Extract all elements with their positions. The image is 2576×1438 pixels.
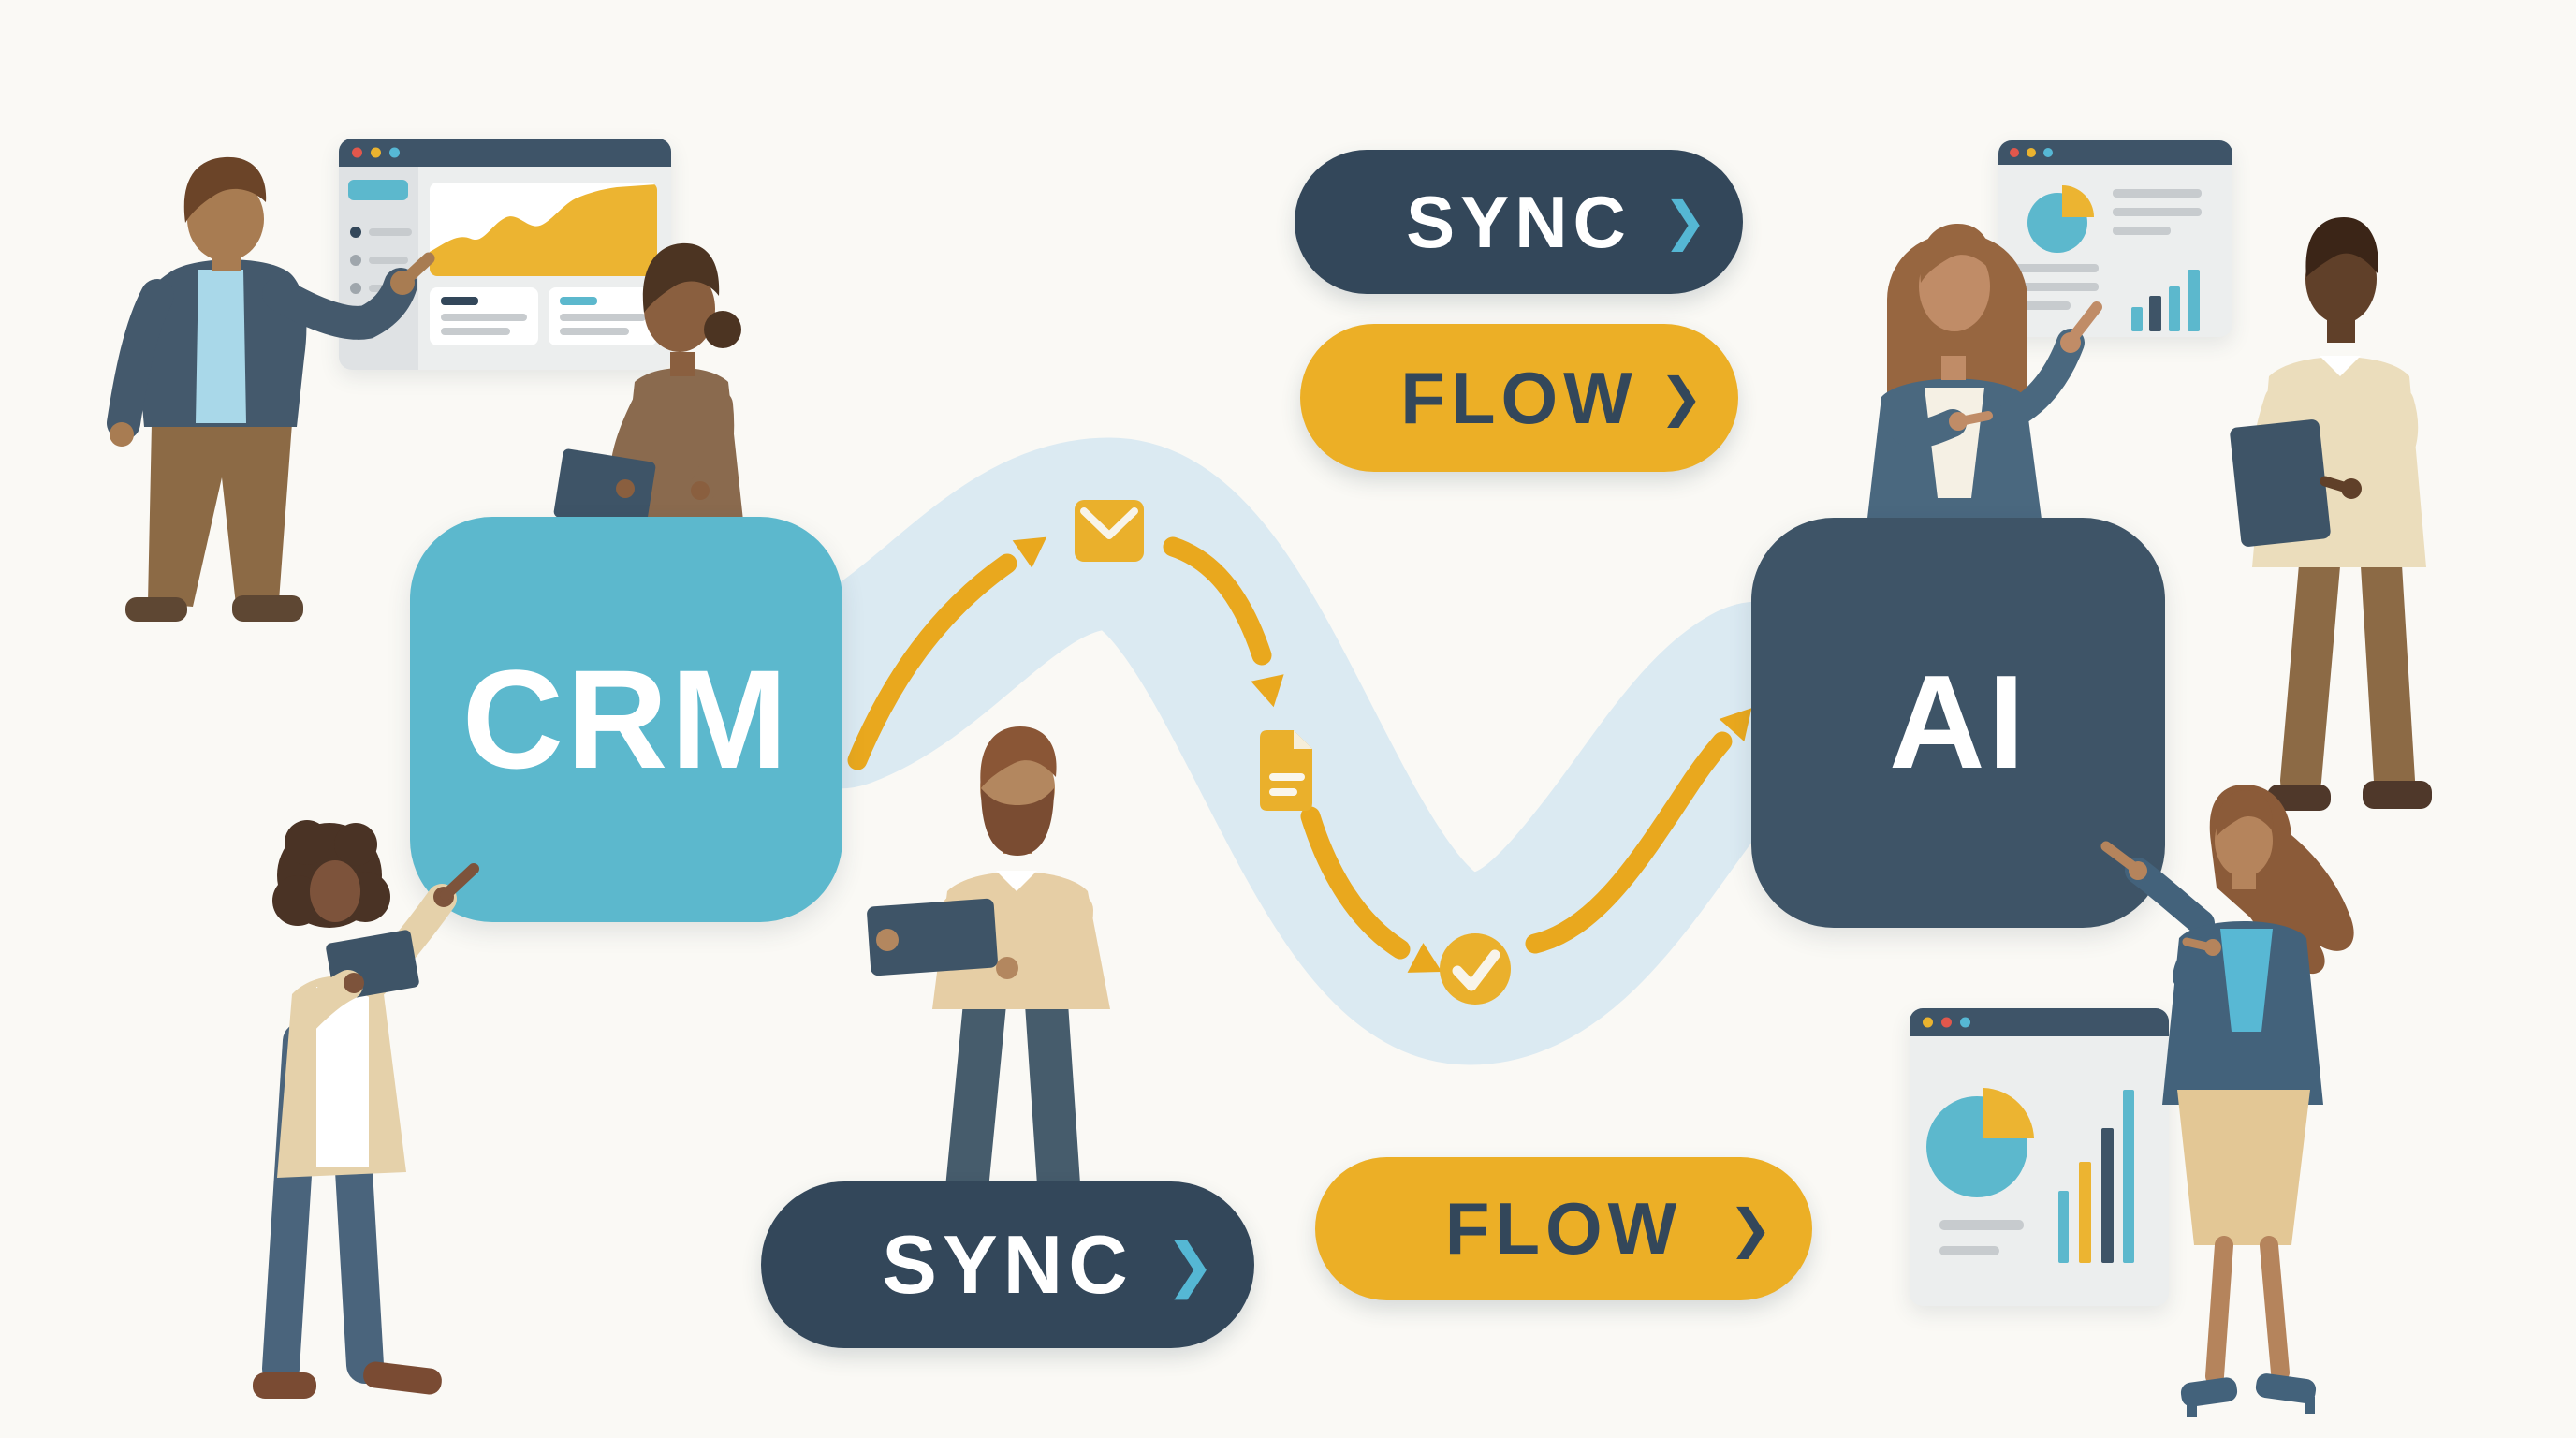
window-dot-yellow	[1923, 1017, 1933, 1028]
chevron-right-icon: ❯	[1659, 367, 1704, 429]
window-dot-teal	[1960, 1017, 1970, 1028]
flow-button-bottom[interactable]: FLOW ❯	[1315, 1157, 1812, 1300]
crm-label: CRM	[461, 640, 791, 798]
person-man-tablet-topright	[2230, 217, 2432, 811]
bar-chart-icon	[2131, 270, 2200, 331]
sync-button-top[interactable]: SYNC ❯	[1295, 150, 1743, 294]
person-woman-tablet-bottomleft	[253, 820, 479, 1399]
window-dot-teal	[2043, 148, 2053, 157]
chevron-right-icon: ❯	[1164, 1230, 1215, 1299]
sync-button-label: SYNC	[1406, 180, 1632, 263]
flow-arrow-2	[1163, 536, 1284, 708]
bar-chart-icon	[2058, 1090, 2134, 1263]
sidebar-item[interactable]	[348, 225, 414, 238]
window-dot-yellow	[2027, 148, 2036, 157]
ai-node[interactable]: AI	[1751, 518, 2165, 928]
window-titlebar	[1998, 140, 2232, 165]
analytics-charts	[2012, 185, 2202, 331]
chevron-right-icon: ❯	[1728, 1198, 1773, 1259]
sync-button-bottom[interactable]: SYNC ❯	[761, 1181, 1254, 1348]
pie-chart-icon	[1926, 1088, 2034, 1197]
dashboard-window-top-left	[339, 139, 671, 370]
window-sidebar	[339, 167, 418, 370]
document-icon	[1260, 730, 1312, 811]
window-dot-teal	[389, 147, 400, 158]
window-dot-yellow	[371, 147, 381, 158]
analytics-charts	[1926, 1088, 2134, 1263]
flow-button-label: FLOW	[1400, 356, 1638, 439]
person-man-tablet-center	[867, 726, 1110, 1220]
analytics-window-bottom-right	[1910, 1008, 2169, 1306]
sidebar-button[interactable]	[348, 180, 408, 200]
area-chart	[430, 184, 657, 276]
analytics-window-top-right	[1998, 140, 2232, 337]
area-chart-card	[430, 183, 657, 276]
flow-arrow-3	[1300, 806, 1442, 973]
check-icon	[1440, 933, 1511, 1005]
flow-button-label: FLOW	[1444, 1187, 1683, 1269]
sidebar-item[interactable]	[348, 253, 414, 266]
flow-button-top[interactable]: FLOW ❯	[1300, 324, 1738, 472]
summary-card	[549, 287, 657, 345]
flow-arrow-4	[1525, 708, 1752, 954]
ai-label: AI	[1889, 648, 2027, 797]
window-dot-red	[352, 147, 362, 158]
crm-node[interactable]: CRM	[410, 517, 842, 922]
window-titlebar	[1910, 1008, 2169, 1036]
flow-arrow-1	[847, 536, 1047, 770]
sync-button-label: SYNC	[882, 1218, 1134, 1311]
window-titlebar	[339, 139, 671, 167]
sidebar-item[interactable]	[348, 281, 414, 294]
email-icon	[1075, 500, 1144, 562]
chevron-right-icon: ❯	[1662, 191, 1707, 253]
window-dot-red	[2010, 148, 2019, 157]
flow-band	[741, 437, 1856, 1065]
pie-chart-icon	[2027, 185, 2094, 253]
summary-card	[430, 287, 538, 345]
window-dot-orange	[1941, 1017, 1952, 1028]
